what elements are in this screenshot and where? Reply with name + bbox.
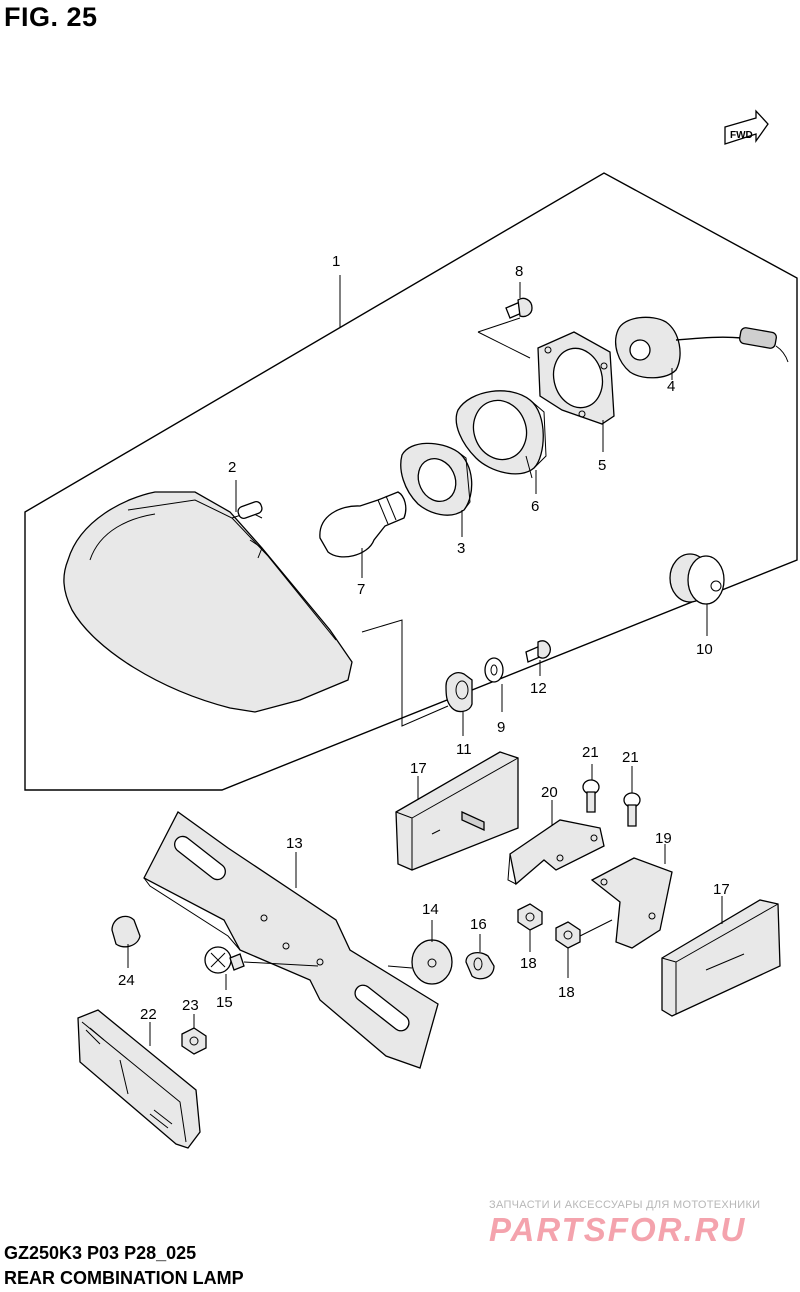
dash-line-8b	[477, 317, 521, 333]
diagram-title: REAR COMBINATION LAMP	[4, 1268, 244, 1288]
mount-leader	[361, 619, 449, 727]
callout-21b: 21	[622, 749, 639, 766]
callout-13: 13	[286, 835, 303, 852]
screw-21a-part	[582, 779, 600, 813]
bolt-15-part	[204, 946, 319, 974]
callout-5: 5	[598, 457, 606, 474]
watermark-brand: PARTSFOR.RU	[489, 1211, 747, 1248]
retaining-ring-part	[455, 390, 547, 479]
nut-18b-part	[555, 919, 613, 949]
callout-9: 9	[497, 719, 505, 736]
callout-11: 11	[456, 741, 472, 758]
callout-18a: 18	[520, 955, 537, 972]
turn-signal-left-part	[395, 751, 519, 871]
callout-4: 4	[667, 378, 675, 395]
turn-signal-right-part	[661, 899, 781, 1017]
screw-21b-part	[623, 792, 641, 827]
callout-1: 1	[332, 253, 340, 270]
washer-9-part	[484, 657, 504, 683]
figure-title: FIG. 25	[4, 2, 98, 32]
callout-3: 3	[457, 540, 465, 557]
callout-24: 24	[118, 972, 135, 989]
callout-8: 8	[515, 263, 523, 280]
dash-14	[387, 965, 413, 969]
spacer-16-part	[465, 951, 495, 980]
diagram-code: GZ250K3 P03 P28_025	[4, 1243, 197, 1263]
callout-20: 20	[541, 784, 558, 801]
callout-21a: 21	[582, 744, 599, 761]
bulb-part	[319, 491, 407, 558]
callout-7: 7	[357, 581, 365, 598]
callout-17b: 17	[713, 881, 730, 898]
fwd-label: FWD	[730, 130, 753, 141]
bracket-19-part	[590, 857, 673, 949]
watermark-tagline: ЗАПЧАСТИ И АКСЕССУАРЫ ДЛЯ МОТОТЕХНИКИ	[489, 1199, 761, 1211]
license-bracket-part	[143, 811, 439, 1069]
callout-19: 19	[655, 830, 672, 847]
lamp-lens	[63, 491, 353, 713]
callout-14: 14	[422, 901, 439, 918]
dash-line-8	[477, 331, 531, 359]
reflector-cap-24-part	[111, 915, 141, 948]
callout-15: 15	[216, 994, 233, 1011]
callout-10: 10	[696, 641, 713, 658]
callout-12: 12	[530, 680, 547, 697]
nut-18a-part	[517, 903, 543, 931]
callout-17a: 17	[410, 760, 427, 777]
screw-12-part	[525, 640, 552, 663]
nut-23-part	[181, 1027, 207, 1055]
assembly-outline	[24, 172, 798, 791]
fwd-arrow-icon: FWD	[724, 109, 769, 145]
callout-2: 2	[228, 459, 236, 476]
callout-22: 22	[140, 1006, 157, 1023]
screw-8-part	[505, 297, 533, 319]
pad-14-part	[411, 939, 453, 985]
callout-18b: 18	[558, 984, 575, 1001]
grommet-10-part	[669, 553, 725, 605]
socket-ring-part	[400, 442, 473, 516]
callout-6: 6	[531, 498, 539, 515]
callout-23: 23	[182, 997, 199, 1014]
socket-wire-part	[615, 316, 789, 379]
bracket-20-part	[507, 819, 605, 886]
reflector-22-part	[77, 1009, 201, 1149]
gasket-plate-part	[537, 331, 615, 425]
callout-16: 16	[470, 916, 487, 933]
grommet-11-part	[445, 672, 473, 713]
